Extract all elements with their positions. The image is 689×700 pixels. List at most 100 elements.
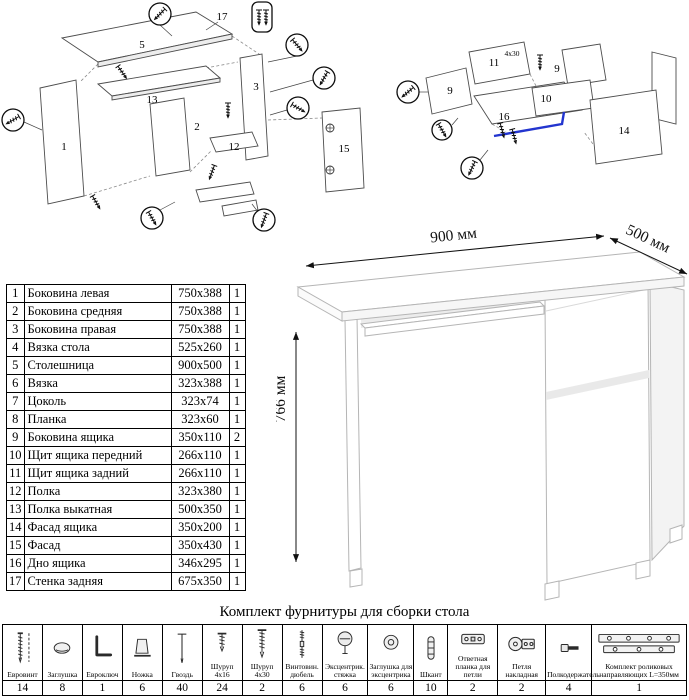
part-size: 750x388 (170, 320, 230, 339)
parts-table-row: 9 Боковина ящика 350x110 2 (6, 428, 246, 447)
screw-callouts (1, 2, 336, 232)
part-name: Вязка стола (23, 338, 172, 357)
part-qty: 1 (228, 302, 246, 321)
part-name: Вязка (23, 374, 172, 393)
part-size: 323x388 (170, 374, 230, 393)
hardware-item-name: Винтовин. дюбель (285, 661, 319, 679)
part-number: 16 (6, 554, 25, 573)
hardware-item-qty: 2 (242, 680, 282, 695)
part-qty: 1 (228, 500, 246, 519)
part-qty: 1 (228, 356, 246, 375)
part-label: 11 (489, 57, 500, 69)
hardware-item-qty: 6 (282, 680, 322, 695)
part-number: 15 (6, 536, 25, 555)
part-label: 12 (229, 141, 240, 153)
part-number: 17 (6, 572, 25, 591)
parts-table-row: 12 Полка 323x380 1 (6, 482, 246, 501)
fastener-detail-box (251, 1, 273, 33)
screw-size-annotation: 4x30 (505, 49, 520, 58)
part-number: 6 (6, 374, 25, 393)
part-size: 500x350 (170, 500, 230, 519)
hardware-item: Шкант 10 (414, 625, 449, 695)
hardware-item-name: Шкант (419, 669, 442, 679)
part-name: Столешница (23, 356, 172, 375)
hardware-item-qty: 4 (546, 680, 592, 695)
hardware-item-name: Заглушка (47, 669, 78, 679)
hardware-item-name: Шуруп 4x30 (250, 661, 274, 679)
part-number: 3 (6, 320, 25, 339)
part-qty: 1 (228, 320, 246, 339)
part-size: 323x380 (170, 482, 230, 501)
hardware-item-name: Евровинт (7, 669, 38, 679)
hardware-item-name: Эксцентрик. стяжка (325, 661, 365, 679)
exploded-view-drawer: 11 9 9 10 16 14 4x30 (396, 41, 677, 180)
desk-render: 900 мм 500 мм 766 мм (276, 221, 688, 601)
part-size: 323x60 (170, 410, 230, 429)
parts-table-row: 10 Щит ящика передний 266x110 1 (6, 446, 246, 465)
part-qty: 1 (228, 284, 246, 303)
part-name: Полка (23, 482, 172, 501)
hardware-item: Гвоздь 40 (162, 625, 203, 695)
part-name: Боковина ящика (23, 428, 172, 447)
parts-table-row: 4 Вязка стола 525x260 1 (6, 338, 246, 357)
desk-panels (39, 11, 365, 217)
part-qty: 1 (228, 446, 246, 465)
part-qty: 1 (228, 410, 246, 429)
screw-long-icon (243, 625, 282, 663)
roller-guide-highlight (493, 111, 566, 138)
roller-guides-icon (592, 625, 686, 663)
hardware-item: Комплект роликовых направляющих L=350мм … (592, 625, 687, 695)
hardware-item: Заглушка для эксцентрика 6 (368, 625, 415, 695)
hardware-item-qty: 8 (42, 680, 82, 695)
part-number: 2 (6, 302, 25, 321)
parts-table: 1 Боковина левая 750x388 1 2 Боковина ср… (6, 284, 246, 591)
parts-table-row: 3 Боковина правая 750x388 1 (6, 320, 246, 339)
hardware-item-name: Евроключ (86, 669, 119, 679)
part-label: 10 (541, 93, 553, 105)
part-size: 350x110 (170, 428, 230, 447)
part-name: Боковина средняя (23, 302, 172, 321)
hardware-item-name: Гвоздь (171, 669, 193, 679)
hardware-item-qty: 2 (448, 680, 498, 695)
nail-icon (163, 625, 202, 671)
hardware-item-qty: 10 (414, 680, 448, 695)
hardware-item: Заглушка 8 (42, 625, 83, 695)
shelf-support-icon (546, 625, 591, 671)
hardware-item-name: Ножка (131, 669, 153, 679)
part-label: 2 (194, 121, 200, 133)
part-name: Боковина правая (23, 320, 172, 339)
parts-table-row: 11 Щит ящика задний 266x110 1 (6, 464, 246, 483)
exploded-view-desk: 5 17 1 13 2 3 12 15 (1, 1, 365, 232)
desk-body (296, 251, 686, 601)
part-number: 11 (6, 464, 25, 483)
part-label: 9 (554, 63, 560, 75)
part-label: 15 (339, 143, 351, 155)
hardware-item-qty: 1 (82, 680, 122, 695)
part-qty: 1 (228, 536, 246, 555)
hardware-item-qty: 6 (322, 680, 368, 695)
furniture-leg-icon (123, 625, 162, 671)
part-label: 5 (139, 39, 145, 51)
part-name: Фасад (23, 536, 172, 555)
part-number: 8 (6, 410, 25, 429)
part-size: 750x388 (170, 302, 230, 321)
dowel-screw-icon (283, 625, 322, 663)
part-size: 350x430 (170, 536, 230, 555)
part-label: 14 (619, 125, 631, 137)
parts-table-row: 14 Фасад ящика 350x200 1 (6, 518, 246, 537)
hardware-item: Шуруп 4x16 24 (202, 625, 243, 695)
parts-table-row: 15 Фасад 350x430 1 (6, 536, 246, 555)
width-dimension-label: 900 мм (429, 225, 477, 247)
parts-table-row: 13 Полка выкатная 500x350 1 (6, 500, 246, 519)
hardware-item-qty: 6 (368, 680, 414, 695)
hardware-kit-table: Евровинт 14 Заглушка 8 Евроключ 1 Ножка … (2, 624, 687, 696)
hardware-item: Ножка 6 (122, 625, 163, 695)
hardware-item: Шуруп 4x30 2 (242, 625, 283, 695)
hardware-item-qty: 24 (202, 680, 242, 695)
hardware-item-name: Комплект роликовых направляющих L=350мм (599, 661, 679, 679)
hardware-item: Эксцентрик. стяжка 6 (322, 625, 369, 695)
part-size: 750x388 (170, 284, 230, 303)
hardware-item-name: Петля накладная (505, 661, 539, 679)
hardware-item-qty: 14 (3, 680, 42, 695)
